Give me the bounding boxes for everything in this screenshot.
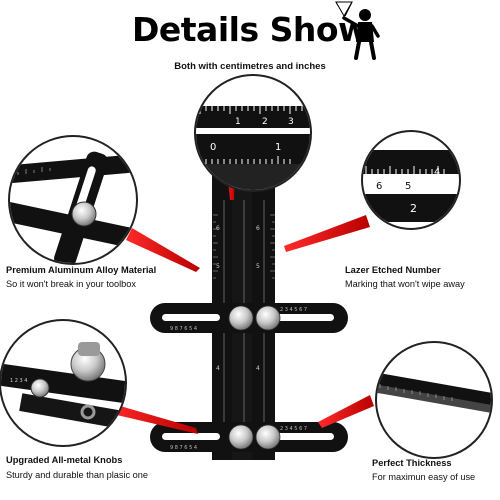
- svg-text:3: 3: [288, 117, 294, 127]
- laser-description: Marking that won't wipe away: [345, 279, 465, 289]
- magnifier-thickness: [375, 341, 493, 459]
- material-description: So it won't break in your toolbox: [6, 279, 136, 289]
- thickness-description: For maximun easy of use: [372, 472, 476, 482]
- svg-text:0: 0: [210, 142, 216, 153]
- svg-text:4: 4: [216, 365, 220, 372]
- svg-text:6: 6: [216, 225, 220, 232]
- page-title: Details Show: [132, 10, 369, 49]
- svg-text:9 8 7 6 5 4: 9 8 7 6 5 4: [170, 445, 197, 451]
- svg-text:2 3 4 5 6 7: 2 3 4 5 6 7: [280, 307, 307, 313]
- magnifier-material: [8, 135, 138, 265]
- angle-tool: 6 5 4 6 5 4 9 8 7 6 5 4 2 3 4 5 6 7 9 8 7 6 5…: [150, 110, 348, 460]
- svg-text:9 8 7 6 5 4: 9 8 7 6 5 4: [170, 326, 197, 332]
- svg-text:5: 5: [405, 181, 411, 192]
- svg-text:4: 4: [256, 365, 260, 372]
- svg-text:2: 2: [410, 202, 417, 215]
- svg-text:1: 1: [235, 117, 241, 127]
- svg-text:6: 6: [256, 225, 260, 232]
- svg-text:2: 2: [262, 117, 268, 127]
- svg-text:5: 5: [256, 263, 260, 270]
- thickness-title: Perfect Thickness: [372, 458, 452, 468]
- svg-text:1 2 3 4: 1 2 3 4: [10, 378, 28, 384]
- svg-text:1: 1: [275, 142, 281, 153]
- knobs-title: Upgraded All-metal Knobs: [6, 455, 123, 465]
- laser-title: Lazer Etched Number: [345, 265, 441, 275]
- magnifier-laser: 6 5 4 2: [361, 130, 461, 230]
- knob-icon: [228, 305, 281, 450]
- mascot-icon: [335, 1, 380, 60]
- material-title: Premium Aluminum Alloy Material: [6, 265, 157, 275]
- svg-text:6: 6: [376, 181, 382, 192]
- page-subtitle: Both with centimetres and inches: [174, 61, 326, 72]
- magnifier-top: 1 2 3 0 1: [194, 74, 312, 192]
- svg-text:5: 5: [216, 263, 220, 270]
- knobs-description: Sturdy and durable than plasic one: [6, 470, 148, 480]
- magnifier-knobs: 1 2 3 4: [0, 319, 127, 447]
- svg-text:4: 4: [434, 167, 440, 178]
- pointer-arrows: [108, 120, 374, 434]
- svg-text:2 3 4 5 6 7: 2 3 4 5 6 7: [280, 426, 307, 432]
